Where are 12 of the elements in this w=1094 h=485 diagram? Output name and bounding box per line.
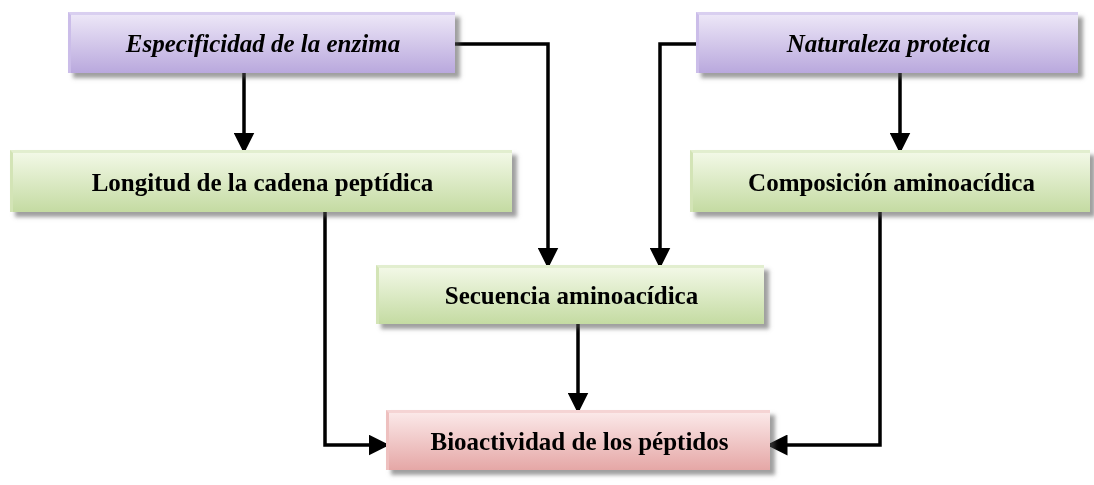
process-box [386, 410, 770, 470]
box-label: Secuencia aminoacídica [444, 282, 699, 310]
process-box [376, 265, 764, 324]
box-label: Especificidad de la enzima [125, 30, 401, 58]
box-label: Naturaleza proteica [786, 30, 991, 58]
box-label: Longitud de la cadena peptídica [91, 168, 434, 197]
process-box [696, 12, 1078, 73]
process-box [68, 12, 455, 73]
box-label: Bioactividad de los péptidos [430, 427, 729, 456]
process-box [10, 150, 512, 212]
box-label: Composición aminoacídica [748, 168, 1035, 197]
process-box [690, 150, 1090, 212]
